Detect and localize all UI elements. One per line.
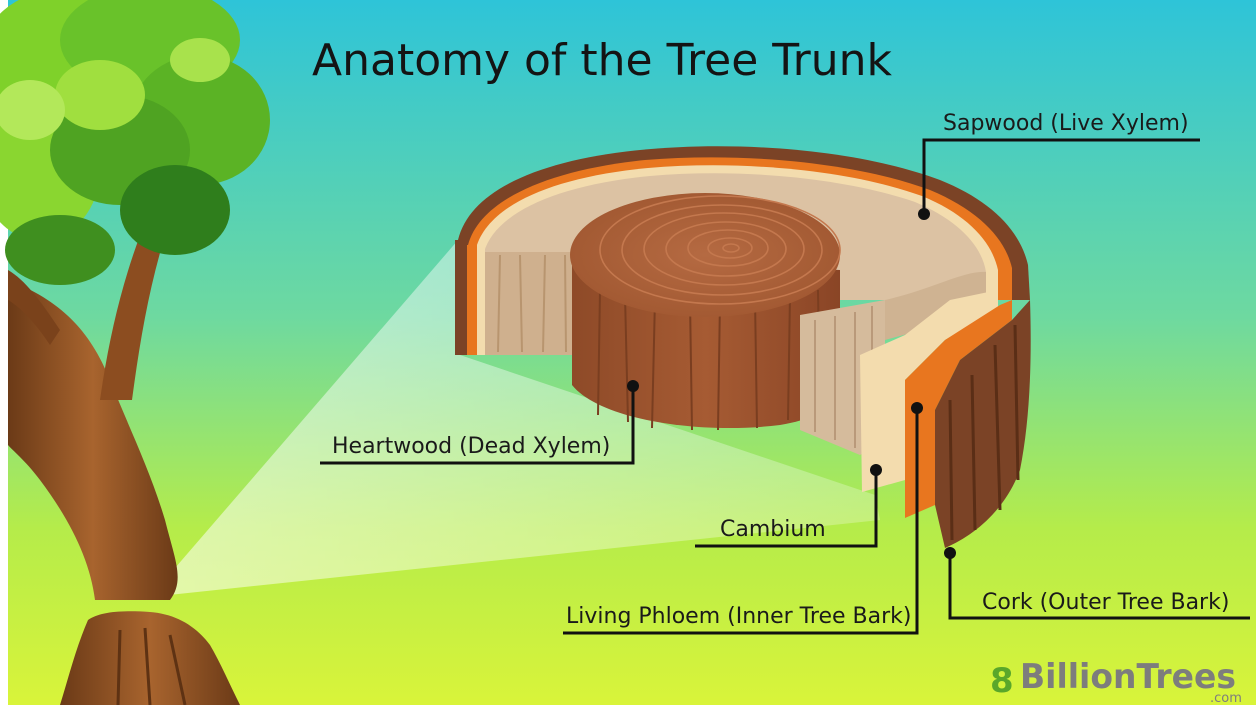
cambium-dot xyxy=(870,464,882,476)
heartwood-label: Heartwood (Dead Xylem) xyxy=(332,434,610,459)
brand-name: BillionTrees xyxy=(1020,657,1236,697)
heartwood-top xyxy=(570,193,840,317)
cork-label: Cork (Outer Tree Bark) xyxy=(982,590,1229,615)
left-cut-bark xyxy=(455,240,467,355)
cork-dot xyxy=(944,547,956,559)
brand-glyph: 8 xyxy=(990,661,1014,701)
sapwood-dot xyxy=(918,208,930,220)
phloem-dot xyxy=(911,402,923,414)
diagram-title: Anatomy of the Tree Trunk xyxy=(312,35,893,86)
brand-domain: .com xyxy=(1210,691,1242,705)
heartwood-dot xyxy=(627,380,639,392)
cambium-label: Cambium xyxy=(720,517,826,542)
sapwood-label: Sapwood (Live Xylem) xyxy=(943,111,1189,136)
phloem-label: Living Phloem (Inner Tree Bark) xyxy=(566,604,911,629)
